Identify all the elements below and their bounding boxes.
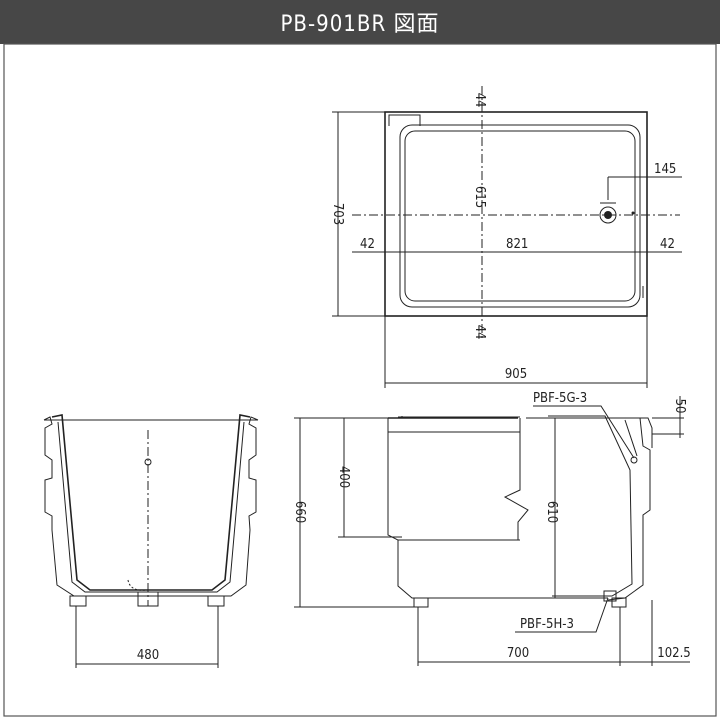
dim-660: 660 bbox=[292, 501, 307, 523]
dim-610: 610 bbox=[544, 501, 559, 523]
dim-44-bottom: 44 bbox=[472, 325, 487, 340]
dim-400: 400 bbox=[336, 466, 351, 488]
top-view: 703 44 44 615 145 42 821 42 905 bbox=[330, 86, 682, 388]
dim-615: 615 bbox=[472, 186, 487, 208]
label-pbf-5g-3: PBF-5G-3 bbox=[533, 391, 587, 406]
label-pbf-5h-3: PBF-5H-3 bbox=[520, 617, 574, 632]
front-view: 660 400 610 PBF-5G-3 50 bbox=[292, 391, 691, 666]
dim-703: 703 bbox=[330, 203, 345, 225]
dim-905: 905 bbox=[505, 367, 527, 382]
dim-50: 50 bbox=[672, 399, 687, 414]
dim-42-left: 42 bbox=[360, 237, 375, 252]
drawing-frame bbox=[3, 43, 717, 717]
dim-44-top: 44 bbox=[472, 93, 487, 108]
title-bar: PB-901BR 図面 bbox=[0, 0, 720, 44]
page-title: PB-901BR 図面 bbox=[280, 12, 440, 37]
dim-821: 821 bbox=[506, 237, 528, 252]
side-view: 480 bbox=[43, 414, 259, 668]
dim-700: 700 bbox=[507, 646, 529, 661]
dim-42-right: 42 bbox=[660, 237, 675, 252]
tub-basin bbox=[404, 130, 636, 302]
tub-rim-inner bbox=[399, 124, 641, 308]
dim-145: 145 bbox=[654, 162, 676, 177]
tub-outline bbox=[384, 111, 648, 317]
dim-102-5: 102.5 bbox=[657, 646, 690, 661]
dim-480: 480 bbox=[137, 648, 159, 663]
